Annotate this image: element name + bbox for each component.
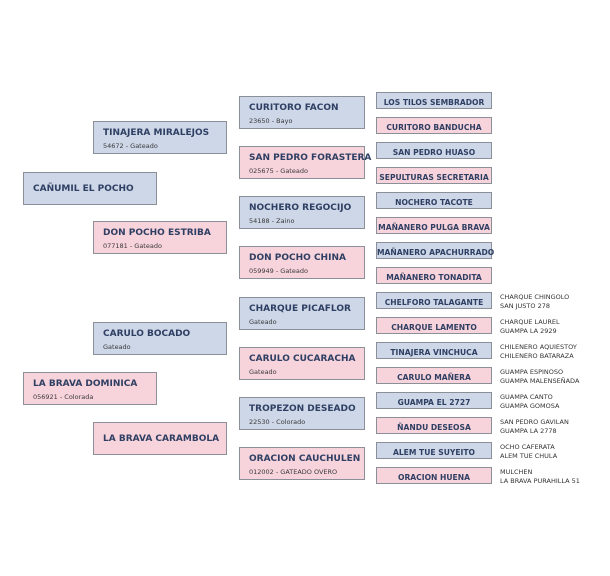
gen3-name: SEPULTURAS SECRETARIA [379,173,489,182]
gen3-name: MAÑANERO TONADITA [386,273,482,282]
gen4-sire: GUAMPA CANTO [500,393,553,401]
gen4-sire: GUAMPA ESPINOSO [500,368,564,376]
gen3-name: ORACION HUENA [398,473,470,482]
gen2-name: DON POCHO CHINA [249,253,346,263]
subject-box[interactable]: CAÑUMIL EL POCHO [23,172,157,205]
gen3-box[interactable]: ÑANDU DESEOSA [376,417,492,434]
gen2-box[interactable]: DON POCHO CHINA 059949 - Gateado [239,246,365,279]
gen4-sire: OCHO CAFERATA [500,443,555,451]
gen3-name: CHELFORO TALAGANTE [384,298,484,307]
gen3-box[interactable]: SAN PEDRO HUASO [376,142,492,159]
sire-box[interactable]: TINAJERA MIRALEJOS 54672 - Gateado [93,121,227,154]
gen3-name: CARULO MAÑERA [397,373,471,382]
gen3-box[interactable]: CURITORO BANDUCHA [376,117,492,134]
gen3-box[interactable]: MAÑANERO APACHURRADO [376,242,495,259]
gen2-info: 54188 - Zaino [249,217,295,225]
gen3-box[interactable]: GUAMPA EL 2727 [376,392,492,409]
gen3-name: ÑANDU DESEOSA [397,423,471,432]
gen3-box[interactable]: TINAJERA VINCHUCA [376,342,492,359]
gen3-box[interactable]: ALEM TUE SUYEITO [376,442,492,459]
gen2-box[interactable]: NOCHERO REGOCIJO 54188 - Zaino [239,196,365,229]
dam-3-name: LA BRAVA CARAMBOLA [103,434,220,444]
gen3-name: MAÑANERO APACHURRADO [377,248,495,257]
gen4-sire: CHILENERO AQUIESTOY [500,343,577,351]
sire-2-info: Gateado [103,343,131,351]
gen2-box[interactable]: CARULO CUCARACHA Gateado [239,347,365,380]
gen2-box[interactable]: CHARQUE PICAFLOR Gateado [239,297,365,330]
gen3-name: GUAMPA EL 2727 [397,398,471,407]
gen4-dam: GUAMPA GOMOSA [500,402,560,410]
gen2-name: CURITORO FACON [249,103,339,113]
gen3-box[interactable]: NOCHERO TACOTE [376,192,492,209]
sire-name: TINAJERA MIRALEJOS [103,128,210,138]
gen4-sire: MULCHEN [500,468,533,476]
sire-2-box[interactable]: CARULO BOCADO Gateado [93,322,227,355]
gen2-info: 22530 - Colorado [249,418,306,426]
gen3-name: NOCHERO TACOTE [395,198,473,207]
gen4-dam: GUAMPA MALENSEÑADA [500,377,580,385]
gen4-dam: GUAMPA LA 2929 [500,327,557,335]
gen3-box[interactable]: LOS TILOS SEMBRADOR [376,92,492,109]
gen3-box[interactable]: ORACION HUENA [376,467,492,484]
gen2-info: Gateado [249,318,277,326]
gen2-name: CARULO CUCARACHA [249,354,356,364]
gen3-box[interactable]: CARULO MAÑERA [376,367,492,384]
gen2-info: 025675 - Gateado [249,167,308,175]
dam-info: 077181 - Gateado [103,242,162,250]
gen2-name: TROPEZON DESEADO [249,404,356,414]
gen4-dam: GUAMPA LA 2778 [500,427,557,435]
gen3-name: CHARQUE LAMENTO [391,323,477,332]
gen2-name: CHARQUE PICAFLOR [249,304,351,314]
gen3-name: ALEM TUE SUYEITO [392,448,476,457]
gen2-box[interactable]: TROPEZON DESEADO 22530 - Colorado [239,397,365,430]
dam-name: DON POCHO ESTRIBA [103,228,211,238]
gen4-dam: CHILENERO BATARAZA [500,352,574,360]
gen3-box[interactable]: SEPULTURAS SECRETARIA [376,167,492,184]
gen4-sire: SAN PEDRO GAVILAN [500,418,569,426]
sire-info: 54672 - Gateado [103,142,158,150]
dam-2-box[interactable]: LA BRAVA DOMINICA 056921 - Colorada [23,372,157,405]
gen4-dam: SAN JUSTO 278 [500,302,550,310]
gen3-name: LOS TILOS SEMBRADOR [383,98,485,107]
sire-2-name: CARULO BOCADO [103,329,191,339]
gen2-name: NOCHERO REGOCIJO [249,203,352,213]
gen2-info: 059949 - Gateado [249,267,308,275]
subject-name: CAÑUMIL EL POCHO [33,184,134,194]
gen2-info: Gateado [249,368,277,376]
gen3-box[interactable]: CHARQUE LAMENTO [376,317,492,334]
gen3-name: SAN PEDRO HUASO [392,148,476,157]
dam-box[interactable]: DON POCHO ESTRIBA 077181 - Gateado [93,221,227,254]
dam-2-info: 056921 - Colorada [33,393,94,401]
gen3-name: TINAJERA VINCHUCA [390,348,478,357]
gen2-info: 012002 - GATEADO OVERO [249,468,338,476]
gen3-box[interactable]: MAÑANERO TONADITA [376,267,492,284]
dam-2-name: LA BRAVA DOMINICA [33,379,138,389]
dam-3-box[interactable]: LA BRAVA CARAMBOLA [93,422,227,455]
gen2-name: ORACION CAUCHULEN [249,454,361,464]
gen2-name: SAN PEDRO FORASTERA [249,153,372,163]
gen2-box[interactable]: SAN PEDRO FORASTERA 025675 - Gateado [239,146,371,179]
gen3-box[interactable]: MAÑANERO PULGA BRAVA [376,217,492,234]
gen2-info: 23650 - Bayo [249,117,293,125]
gen2-box[interactable]: CURITORO FACON 23650 - Bayo [239,96,365,129]
gen2-box[interactable]: ORACION CAUCHULEN 012002 - GATEADO OVERO [239,447,365,480]
gen3-name: MAÑANERO PULGA BRAVA [378,223,490,232]
gen3-box[interactable]: CHELFORO TALAGANTE [376,292,492,309]
gen4-sire: CHARQUE CHINGOLO [500,293,570,301]
gen3-name: CURITORO BANDUCHA [386,123,482,132]
gen4-dam: ALEM TUE CHULA [500,452,558,460]
gen4-sire: CHARQUE LAUREL [500,318,560,326]
gen4-dam: LA BRAVA PURAHILLA 51 [500,477,580,485]
